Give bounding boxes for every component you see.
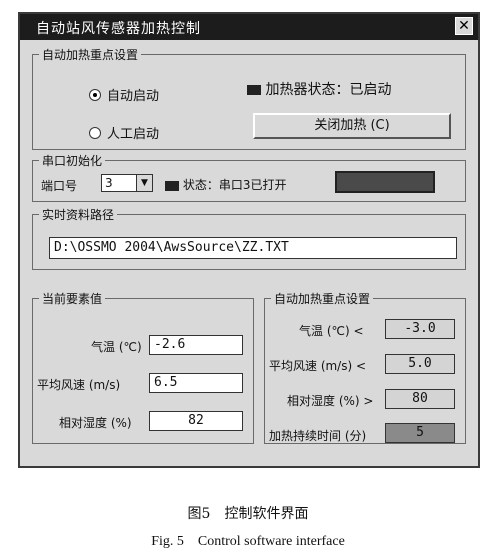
close-icon: ✕ — [458, 18, 470, 34]
heater-status-indicator — [247, 85, 261, 95]
current-wind-label: 平均风速 (m/s) — [37, 378, 121, 392]
radio-auto-start[interactable]: 自动启动 — [89, 85, 159, 104]
serial-status-text: 状态：串口3已打开 — [182, 178, 287, 192]
path-input[interactable]: D:\OSSMO 2004\AwsSource\ZZ.TXT — [49, 237, 457, 259]
threshold-wind-value[interactable]: 5.0 — [385, 354, 455, 374]
figure-caption-english: Fig. 5 Control software interface — [151, 534, 345, 549]
serial-open-button[interactable] — [335, 171, 435, 193]
title-bar: 自动站风传感器加热控制 ✕ — [20, 14, 478, 40]
heater-status-text: 加热器状态：已启动 — [265, 82, 392, 98]
stop-heating-button[interactable]: 关闭加热 (C) — [253, 113, 451, 139]
window-title: 自动站风传感器加热控制 — [36, 21, 201, 37]
path-legend: 实时资料路径 — [39, 206, 118, 223]
current-humidity-label: 相对湿度 (%) — [59, 416, 132, 430]
current-temp-label: 气温 (℃) — [91, 340, 142, 354]
serial-group: 串口初始化 端口号 3 ▼ 状态：串口3已打开 — [32, 152, 466, 202]
serial-status: 状态：串口3已打开 — [165, 176, 286, 193]
chevron-down-icon[interactable]: ▼ — [136, 175, 152, 191]
port-select[interactable]: 3 ▼ — [101, 174, 153, 192]
threshold-temp-label: 气温 (℃) < — [299, 324, 364, 338]
heating-duration-label: 加热持续时间 (分) — [269, 429, 367, 443]
radio-manual-label: 人工启动 — [107, 127, 160, 142]
radio-manual-start[interactable]: 人工启动 — [89, 123, 159, 142]
threshold-group: 自动加热重点设置 气温 (℃) < -3.0 平均风速 (m/s) < 5.0 … — [264, 290, 466, 444]
serial-legend: 串口初始化 — [39, 152, 106, 169]
current-wind-value: 6.5 — [149, 373, 243, 393]
current-temp-value: -2.6 — [149, 335, 243, 355]
heater-status: 加热器状态：已启动 — [247, 79, 391, 99]
port-value: 3 — [105, 176, 113, 190]
path-group: 实时资料路径 D:\OSSMO 2004\AwsSource\ZZ.TXT — [32, 206, 466, 270]
threshold-temp-value[interactable]: -3.0 — [385, 319, 455, 339]
port-label: 端口号 — [41, 179, 78, 193]
auto-heat-legend: 自动加热重点设置 — [39, 46, 142, 63]
radio-manual-icon — [89, 126, 101, 139]
threshold-humidity-label: 相对湿度 (%) > — [287, 394, 374, 408]
heating-duration-value[interactable]: 5 — [385, 423, 455, 443]
current-values-group: 当前要素值 气温 (℃) -2.6 平均风速 (m/s) 6.5 相对湿度 (%… — [32, 290, 254, 444]
threshold-wind-label: 平均风速 (m/s) < — [269, 359, 367, 373]
close-button[interactable]: ✕ — [455, 17, 473, 35]
threshold-legend: 自动加热重点设置 — [271, 290, 374, 307]
serial-status-indicator — [165, 180, 179, 191]
auto-heat-group: 自动加热重点设置 自动启动 人工启动 加热器状态：已启动 关闭加热 (C) — [32, 46, 466, 150]
control-window: 自动站风传感器加热控制 ✕ 自动加热重点设置 自动启动 人工启动 加热器状态：已… — [18, 12, 480, 468]
figure-caption-chinese: 图5 控制软件界面 — [187, 506, 309, 522]
radio-auto-label: 自动启动 — [107, 89, 160, 104]
current-humidity-value: 82 — [149, 411, 243, 431]
current-values-legend: 当前要素值 — [39, 290, 106, 307]
threshold-humidity-value[interactable]: 80 — [385, 389, 455, 409]
radio-auto-icon — [89, 88, 101, 101]
